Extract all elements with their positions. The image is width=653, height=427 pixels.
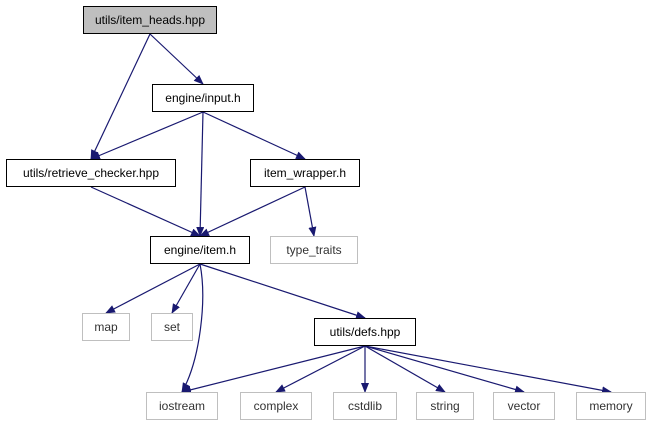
node-string[interactable]: string [416,392,474,420]
node-engine-input-h[interactable]: engine/input.h [152,84,254,112]
edge-item-heads-to-retrieve-checker [90,33,151,160]
node-utils-retrieve-checker-hpp[interactable]: utils/retrieve_checker.hpp [6,159,176,187]
node-cstdlib[interactable]: cstdlib [333,392,397,420]
edge-item-wrapper-to-item [199,186,306,237]
edge-item-heads-to-input [149,33,204,85]
node-utils-item-heads-hpp[interactable]: utils/item_heads.hpp [83,6,217,34]
edge-input-to-item-wrapper [202,111,306,160]
edge-item-to-map [105,263,201,314]
edge-item-wrapper-to-type-traits [304,186,317,237]
node-iostream[interactable]: iostream [146,392,218,420]
edge-defs-to-vector [364,345,525,394]
edge-input-to-retrieve-checker [90,111,204,160]
edge-defs-to-iostream [181,345,366,394]
node-memory[interactable]: memory [576,392,646,420]
edge-defs-to-memory [364,345,612,395]
node-engine-item-h[interactable]: engine/item.h [150,236,250,264]
node-utils-defs-hpp[interactable]: utils/defs.hpp [314,318,416,346]
node-vector[interactable]: vector [493,392,555,420]
node-set[interactable]: set [151,313,193,341]
edge-retrieve-checker-to-item [90,186,201,237]
edge-item-to-defs [199,263,366,320]
node-map[interactable]: map [82,313,130,341]
edge-input-to-item [196,111,205,237]
edge-item-to-set [171,263,201,314]
node-type-traits[interactable]: type_traits [270,236,358,264]
node-item-wrapper-h[interactable]: item_wrapper.h [250,159,360,187]
edge-defs-to-complex [275,345,366,393]
edge-item-to-iostream [181,263,204,393]
edge-defs-to-string [364,345,446,393]
node-complex[interactable]: complex [240,392,312,420]
